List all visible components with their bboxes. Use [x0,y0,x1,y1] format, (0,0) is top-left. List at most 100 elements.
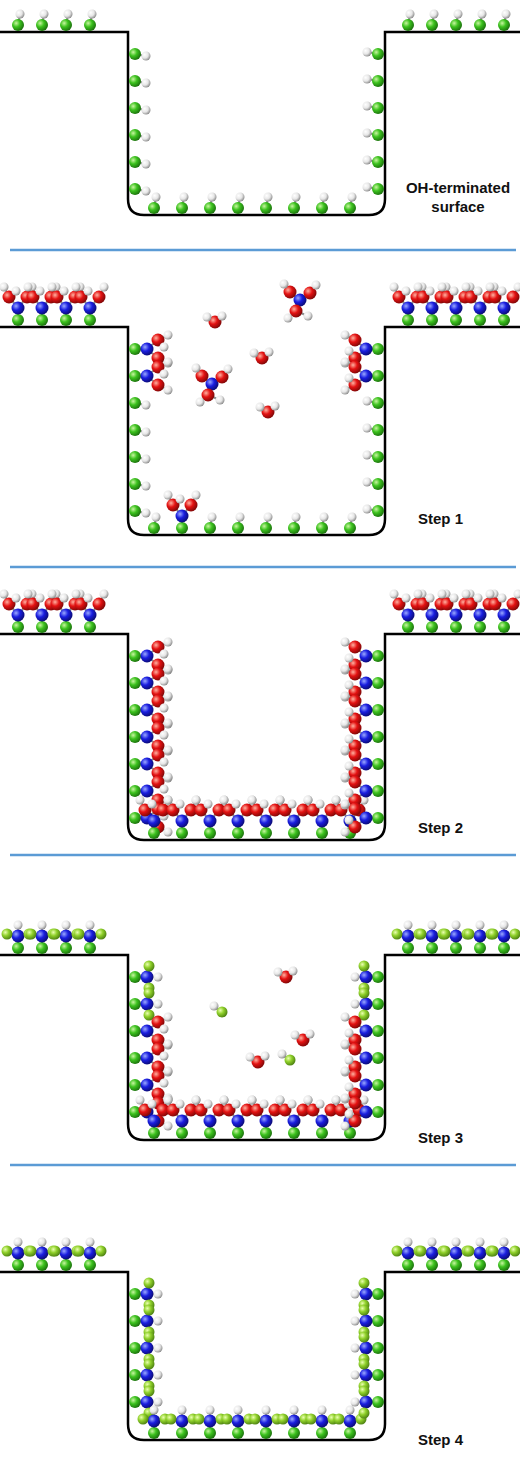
atom-sphere [450,287,459,296]
atom-sphere [428,1238,437,1247]
atom-sphere [474,609,487,622]
atom-sphere [12,930,25,943]
atom-sphere [232,202,244,214]
atom-sphere [129,478,141,490]
atom-sphere [144,1386,155,1397]
atom-sphere [312,281,321,290]
atom-sphere [392,1246,403,1257]
atom-sphere [164,386,173,395]
atom-sphere [261,1052,270,1061]
atom-sphere [341,773,350,782]
atom-sphere [454,10,463,19]
atom-sphere [341,693,350,702]
atom-sphere [440,1246,451,1257]
atom-sphere [176,815,189,828]
atom-sphere [16,10,25,19]
atom-sphere [360,1052,373,1065]
atom-sphere [262,1406,271,1415]
atom-sphere [372,102,384,114]
atom-sphere [60,594,69,603]
atom-sphere [276,796,285,805]
atom-sphere [129,1396,141,1408]
atom-sphere [304,312,313,321]
atom-sphere [341,358,350,367]
atom-sphere [476,1238,485,1247]
atom-sphere [164,1096,173,1105]
panel-separator [10,854,516,857]
atom-sphere [141,1052,154,1065]
atom-sphere [288,1427,300,1439]
atom-sphere [141,1315,154,1328]
atom-sphere [498,594,507,603]
atom-sphere [288,522,300,534]
atom-sphere [148,1415,161,1428]
atom-sphere [36,621,48,633]
atom-sphere [426,594,435,603]
atom-sphere [206,1406,215,1415]
atom-sphere [260,1100,269,1109]
atom-sphere [372,731,384,743]
atom-sphere [341,1122,350,1131]
atom-sphere [222,1414,233,1425]
atom-sphere [450,314,462,326]
atom-sphere [248,1096,257,1105]
atom-sphere [141,650,154,663]
atom-sphere [507,598,520,611]
atom-sphere [129,650,141,662]
atom-sphere [141,370,154,383]
atom-sphere [392,929,403,940]
atom-sphere [341,1095,350,1104]
atom-sphere [288,1415,301,1428]
atom-sphere [402,1247,415,1260]
atom-sphere [344,202,356,214]
atom-sphere [363,102,372,111]
atom-sphere [164,491,173,500]
atom-sphere [176,522,188,534]
atom-sphere [218,312,227,321]
atom-sphere [344,1427,356,1439]
atom-sphere [160,758,169,767]
atom-sphere [341,828,350,837]
atom-sphere [129,156,141,168]
atom-sphere [84,314,96,326]
atom-sphere [474,594,483,603]
atom-sphere [359,1359,370,1370]
atom-sphere [360,1079,373,1092]
atom-sphere [500,921,509,930]
atom-sphere [204,1100,213,1109]
atom-sphere [349,749,362,762]
atom-sphere [345,1056,354,1065]
atom-sphere [462,590,471,599]
atom-sphere [204,1127,216,1139]
atom-sphere [289,967,298,976]
atom-sphere [316,815,329,828]
atom-sphere [510,1246,520,1257]
atom-sphere [129,1369,141,1381]
atom-sphere [60,609,73,622]
atom-sphere [12,314,24,326]
atom-sphere [129,1342,141,1354]
atom-sphere [150,1406,159,1415]
atom-sphere [232,1100,241,1109]
atom-sphere [138,1414,149,1425]
atom-sphere [142,187,151,196]
atom-sphere [36,942,48,954]
atom-sphere [372,971,384,983]
atom-sphere [360,1288,373,1301]
atom-sphere [176,202,188,214]
atom-sphere [274,968,283,977]
atom-sphere [96,929,107,940]
atom-sphere [141,704,154,717]
atom-sphere [12,1259,24,1271]
atom-sphere [164,358,173,367]
atom-sphere [129,129,141,141]
atom-sphere [142,52,151,61]
atom-sphere [288,800,297,809]
atom-sphere [129,424,141,436]
atom-sphere [154,1000,163,1009]
atom-sphere [320,513,329,522]
atom-sphere [88,10,97,19]
atom-sphere [142,106,151,115]
atom-sphere [12,621,24,633]
